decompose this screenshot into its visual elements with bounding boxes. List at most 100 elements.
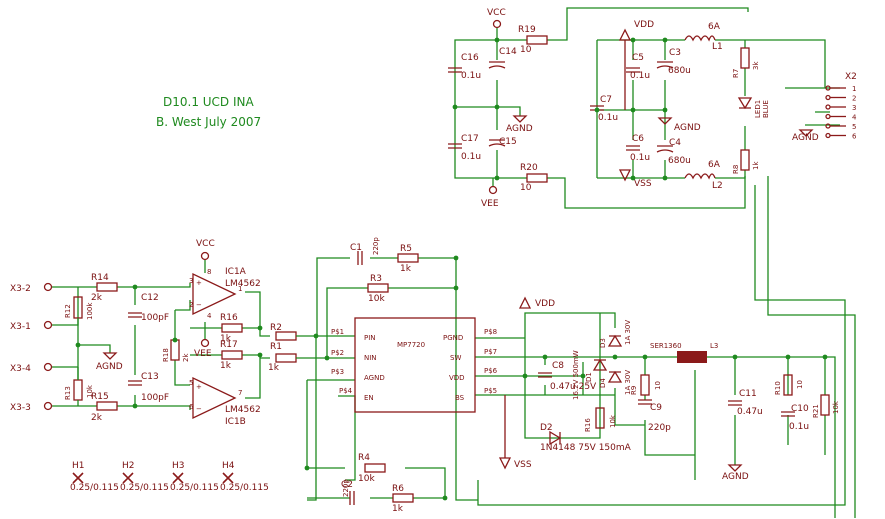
- title-line-1: D10.1 UCD INA: [163, 95, 255, 109]
- r17-name: R17: [220, 340, 238, 350]
- d1-name: D1: [585, 372, 593, 382]
- svg-text:P$4: P$4: [339, 387, 353, 395]
- c13-value: 100pF: [141, 393, 169, 403]
- r13-value: 10k: [86, 384, 94, 398]
- r12-value: 100k: [86, 302, 94, 320]
- r20-body: [526, 173, 548, 183]
- r1-value: 1k: [268, 363, 280, 373]
- r2-name: R2: [270, 323, 282, 333]
- l1-value: 6A: [708, 22, 721, 32]
- input-section: X3-2 X3-1 X3-4 X3-3 R14 2k R15 2k R12 10…: [10, 239, 297, 427]
- c2-value: 220p: [342, 479, 350, 497]
- agnd-label-1: AGND: [506, 124, 533, 134]
- opamp-wires: [174, 260, 270, 399]
- agnd-symbol-1: [512, 115, 528, 123]
- c3-c4-plates: [656, 61, 674, 153]
- c6-name: C6: [632, 134, 644, 144]
- x2-pin-label-4: 4: [852, 114, 857, 122]
- svg-text:P$5: P$5: [484, 387, 497, 395]
- svg-text:P$1: P$1: [331, 328, 344, 336]
- r9-value: 10: [654, 381, 662, 390]
- l3-body: [677, 351, 707, 363]
- ic1a-name: IC1A: [225, 267, 247, 277]
- r19-name: R19: [518, 25, 536, 35]
- c5-name: C5: [632, 53, 644, 63]
- r8-body: [740, 149, 750, 171]
- x2-pin-label-2: 2: [852, 95, 856, 103]
- c12-value: 100pF: [141, 313, 169, 323]
- d1-value: 16.2V 500mW: [572, 350, 580, 400]
- r16-value: 1k: [220, 334, 232, 344]
- r18-name: R18: [162, 348, 170, 362]
- c8-name: C8: [552, 361, 564, 371]
- r12-name: R12: [64, 304, 72, 318]
- input-x3-4: X3-4: [10, 364, 31, 374]
- r19-value: 10: [520, 45, 532, 55]
- hole-value-h3: 0.25/0.115: [170, 483, 219, 493]
- r20-name: R20: [520, 163, 538, 173]
- ic1a-symbol: [192, 272, 237, 316]
- svg-text:P$6: P$6: [484, 367, 498, 375]
- svg-text:7: 7: [238, 389, 242, 397]
- svg-text:+: +: [196, 279, 202, 287]
- c10-value: 0.1u: [789, 422, 809, 432]
- l3-name: L3: [710, 342, 718, 350]
- led1-value: BLUE: [762, 100, 770, 118]
- c17-value: 0.1u: [461, 152, 481, 162]
- r14-value: 2k: [91, 293, 103, 303]
- r21-name: R21: [812, 404, 820, 418]
- vcc-opamp-label: VCC: [196, 239, 215, 249]
- c16-c17-plates: [448, 67, 462, 149]
- supply-section: VDD VSS C5 0.1u C6 0.1u C7 0.1u C3 680u …: [477, 20, 856, 518]
- svg-text:1: 1: [238, 285, 242, 293]
- ic1b-symbol: [192, 376, 237, 420]
- hole-mark-h4: [222, 472, 234, 484]
- input-wires: [52, 283, 191, 410]
- agnd-label-2: AGND: [674, 123, 701, 133]
- vee-bottom-symbol: [488, 185, 498, 195]
- mp7720-body: [354, 317, 476, 413]
- c16-value: 0.1u: [461, 71, 481, 81]
- svg-text:P$7: P$7: [484, 348, 497, 356]
- r6-value: 1k: [392, 504, 404, 514]
- r10-value: 10: [796, 380, 804, 389]
- c17-name: C17: [461, 134, 479, 144]
- l1-name: L1: [712, 42, 723, 52]
- c12-name: C12: [141, 293, 159, 303]
- vdd-label-top: VDD: [634, 20, 654, 30]
- led1-symbol: [737, 97, 753, 110]
- r8-name: R8: [732, 165, 740, 174]
- l1-l2-coils: [684, 35, 716, 180]
- svg-text:5: 5: [189, 379, 193, 387]
- hole-name-h2: H2: [122, 461, 135, 471]
- agnd-label-4: AGND: [96, 362, 123, 372]
- l2-value: 6A: [708, 160, 721, 170]
- r14-name: R14: [91, 273, 109, 283]
- vdd-arrow: [618, 28, 632, 110]
- input-x3-2: X3-2: [10, 284, 31, 294]
- c11-name: C11: [739, 389, 757, 399]
- vdd-label-mid: VDD: [535, 299, 555, 309]
- c11-value: 0.47u: [737, 407, 763, 417]
- r5-value: 1k: [400, 264, 412, 274]
- c8-value: 0.47u 25V: [550, 382, 597, 392]
- r4-name: R4: [358, 453, 370, 463]
- r3-value: 10k: [368, 294, 385, 304]
- r18-value: 2k: [182, 353, 190, 362]
- r7-body: [740, 47, 750, 69]
- svg-text:NIN: NIN: [364, 354, 377, 362]
- r16b-name: R16: [584, 418, 592, 432]
- d3-name: D3: [599, 338, 607, 348]
- r10-name: R10: [774, 381, 782, 395]
- r7-name: R7: [732, 69, 740, 78]
- connector-wires: [477, 87, 856, 518]
- led1-name: LED1: [754, 100, 762, 118]
- vss-label-top: VSS: [634, 179, 652, 189]
- input-x3-3: X3-3: [10, 403, 31, 413]
- svg-text:6: 6: [189, 403, 194, 411]
- svg-text:PGND: PGND: [443, 334, 463, 342]
- r16-name: R16: [220, 313, 238, 323]
- agnd-label-3: AGND: [792, 133, 819, 143]
- c1-value: 220p: [372, 237, 380, 255]
